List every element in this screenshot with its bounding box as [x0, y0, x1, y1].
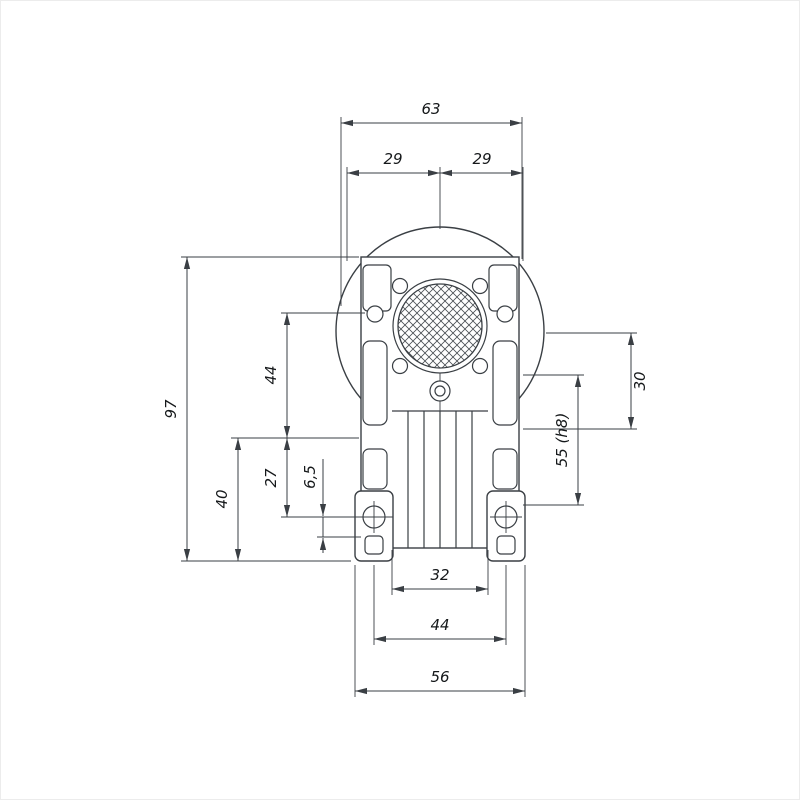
dim-label-bottom-middle: 44	[430, 616, 449, 634]
dimension-top-halves: 29 29	[346, 150, 524, 261]
input-bore-hatched	[397, 283, 483, 369]
dimension-bottom-inner: 32	[391, 550, 489, 595]
lower-slot-right	[492, 448, 518, 490]
dimension-mid-left: 27	[262, 438, 393, 518]
bolt-hole	[391, 357, 409, 375]
dim-label-upper-left: 44	[262, 365, 280, 384]
dimension-upper-left: 44	[231, 312, 365, 439]
dimension-bottom-outer: 56	[354, 565, 526, 697]
center-hole-inner	[434, 385, 446, 397]
bolt-hole	[471, 357, 489, 375]
dim-label-bottom-outer: 56	[430, 668, 449, 686]
lower-slot-left	[362, 448, 388, 490]
dim-label-top-width: 63	[421, 100, 440, 118]
dimension-small-left: 6,5	[301, 459, 361, 553]
pad-hole-right	[496, 305, 514, 323]
dim-label-bottom-inner: 32	[430, 566, 449, 584]
side-slot-right	[492, 340, 518, 426]
dim-label-height-total: 97	[162, 399, 180, 419]
foot-slot-left	[364, 535, 384, 555]
top-pad-left	[362, 264, 392, 312]
dimension-upper-right: 30	[523, 332, 649, 430]
dim-label-lower-left: 40	[213, 489, 231, 508]
top-pad-right	[488, 264, 518, 312]
dim-label-top-half-left: 29	[383, 150, 402, 168]
dim-label-upper-right: 30	[631, 371, 649, 390]
side-slot-left	[362, 340, 388, 426]
dim-label-small-left: 6,5	[301, 465, 319, 489]
dimension-total-height: 97	[162, 256, 359, 562]
dim-label-top-half-right: 29	[472, 150, 491, 168]
gearbox-body-group	[335, 226, 545, 562]
dim-label-mid-left: 27	[262, 468, 280, 488]
bolt-hole	[471, 277, 489, 295]
dimension-top-width: 63	[340, 100, 523, 306]
dimension-right-tolerance: 55 (h8)	[523, 374, 584, 506]
pad-hole-left	[366, 305, 384, 323]
dimension-lower-left: 40	[213, 438, 242, 561]
bolt-hole	[391, 277, 409, 295]
dimension-bottom-middle: 44	[373, 565, 507, 645]
foot-slot-right	[496, 535, 516, 555]
dim-label-right-tolerance: 55 (h8)	[553, 413, 571, 468]
